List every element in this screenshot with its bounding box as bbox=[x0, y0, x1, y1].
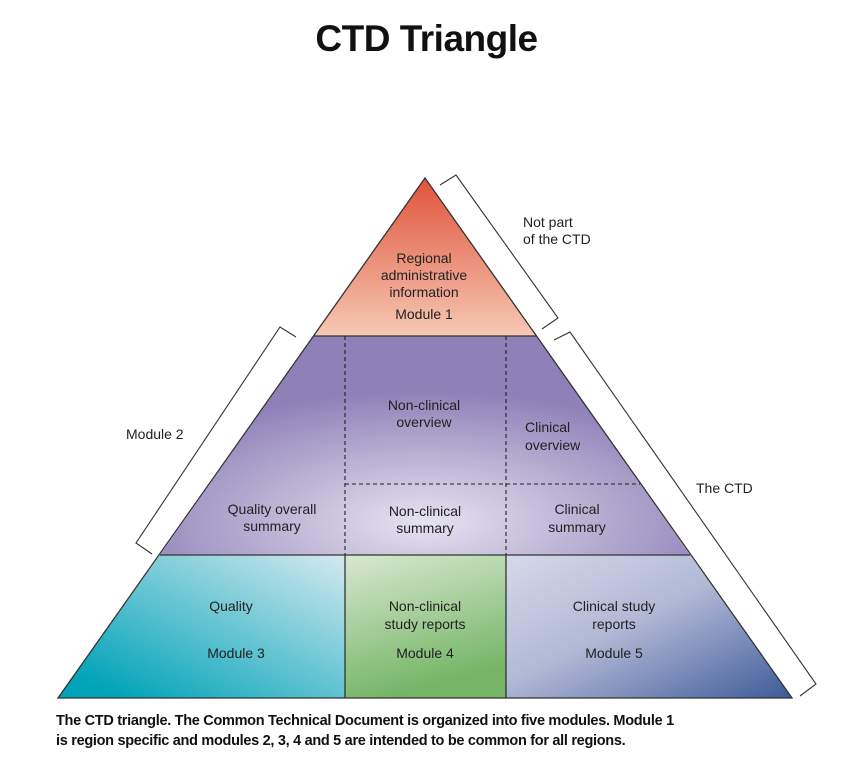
module-2-region bbox=[160, 336, 690, 555]
bracket-module-2 bbox=[135, 326, 297, 555]
module-4-line-2: study reports bbox=[385, 616, 466, 632]
quality-overall-summary-line-2: summary bbox=[243, 518, 301, 534]
module-3-line-1: Quality bbox=[209, 598, 253, 614]
nonclinical-summary-line-2: summary bbox=[396, 520, 454, 536]
module-5-line-2: reports bbox=[592, 616, 636, 632]
nonclinical-summary-line-1: Non-clinical bbox=[389, 503, 461, 519]
module-2-bracket-label: Module 2 bbox=[126, 426, 184, 442]
the-ctd-label: The CTD bbox=[696, 480, 753, 496]
module-3-label: Module 3 bbox=[207, 645, 265, 661]
clinical-overview-line-2: overview bbox=[525, 437, 581, 453]
quality-overall-summary-line-1: Quality overall bbox=[228, 501, 317, 517]
nonclinical-overview-line-1: Non-clinical bbox=[388, 397, 460, 413]
module-4-line-1: Non-clinical bbox=[389, 598, 461, 614]
module-1-region bbox=[314, 178, 537, 336]
module-5-region bbox=[506, 555, 792, 698]
figure-caption: The CTD triangle. The Common Technical D… bbox=[56, 711, 816, 751]
diagram-title: CTD Triangle bbox=[315, 18, 538, 59]
module-3-region bbox=[58, 555, 345, 698]
bracket-not-part bbox=[439, 174, 559, 330]
nonclinical-overview-line-2: overview bbox=[396, 414, 452, 430]
module-1-line-3: information bbox=[389, 284, 458, 300]
triangle-outline bbox=[56, 176, 794, 699]
not-part-label-line-1: Not part bbox=[523, 214, 573, 230]
caption-line-2: is region specific and modules 2, 3, 4 a… bbox=[56, 733, 626, 749]
module-4-region bbox=[345, 555, 506, 698]
clinical-summary-line-2: summary bbox=[548, 519, 606, 535]
clinical-summary-line-1: Clinical bbox=[554, 501, 599, 517]
module-1-line-1: Regional bbox=[396, 250, 451, 266]
module-1-label: Module 1 bbox=[395, 306, 453, 322]
not-part-label-line-2: of the CTD bbox=[523, 231, 591, 247]
module-5-label: Module 5 bbox=[585, 645, 643, 661]
bracket-the-ctd bbox=[553, 331, 817, 697]
caption-line-1: The CTD triangle. The Common Technical D… bbox=[56, 713, 674, 729]
module-1-line-2: administrative bbox=[381, 267, 468, 283]
module-5-line-1: Clinical study bbox=[573, 598, 655, 614]
clinical-overview-line-1: Clinical bbox=[525, 419, 570, 435]
module-4-label: Module 4 bbox=[396, 645, 454, 661]
